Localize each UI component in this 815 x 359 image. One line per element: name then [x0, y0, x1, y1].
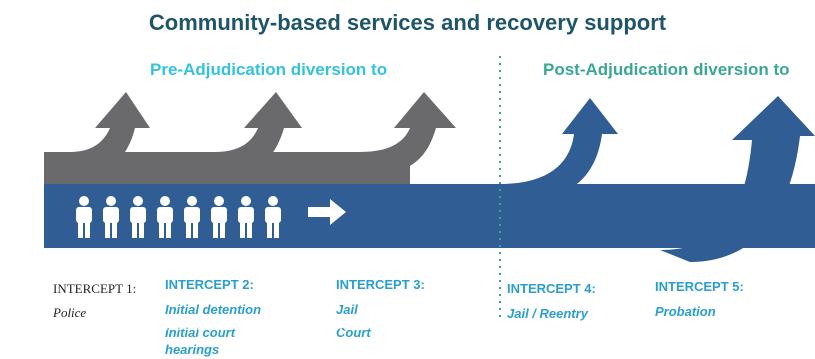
intercept-3-heading: INTERCEPT 3:	[336, 277, 425, 292]
people-group	[76, 196, 281, 238]
arrow-up-icon	[215, 92, 302, 172]
intercept-3-item: Jail	[336, 302, 358, 317]
intercept-5-heading: INTERCEPT 5:	[655, 279, 744, 294]
arrow-up-icon	[70, 92, 150, 172]
person-icon	[265, 196, 281, 238]
intercept-1-heading: INTERCEPT 1:	[53, 281, 137, 296]
post-adjudication-label: Post-Adjudication diversion to	[543, 60, 790, 79]
intercept-2-item: Initial court	[165, 325, 236, 340]
intercept-4-heading: INTERCEPT 4:	[507, 281, 596, 296]
source-watermark: Source: Treatment Alternatives for Safe …	[12, 317, 418, 333]
person-icon	[238, 196, 254, 238]
pre-adjudication-arrows	[44, 92, 456, 184]
person-icon	[184, 196, 200, 238]
person-icon	[211, 196, 227, 238]
pre-adjudication-label: Pre-Adjudication diversion to	[150, 60, 388, 79]
diagram-title: Community-based services and recovery su…	[148, 10, 667, 35]
person-icon	[76, 196, 92, 238]
intercept-2-item: hearings	[165, 342, 220, 357]
arrow-up-icon	[500, 98, 618, 200]
intercept-1-item: Police	[53, 305, 87, 320]
intercept-3-item: Court	[336, 325, 371, 340]
arrow-up-icon	[660, 96, 815, 262]
intercept-5-item: Probation	[655, 304, 716, 319]
intercept-4-item: Jail / Reentry	[507, 306, 588, 321]
intercept-2-heading: INTERCEPT 2:	[165, 277, 254, 292]
person-icon	[103, 196, 119, 238]
intercept-2-item: Initial detention	[165, 302, 262, 317]
arrow-up-icon	[360, 92, 456, 172]
person-icon	[130, 196, 146, 238]
arrow-right-icon	[308, 199, 346, 225]
person-icon	[157, 196, 173, 238]
